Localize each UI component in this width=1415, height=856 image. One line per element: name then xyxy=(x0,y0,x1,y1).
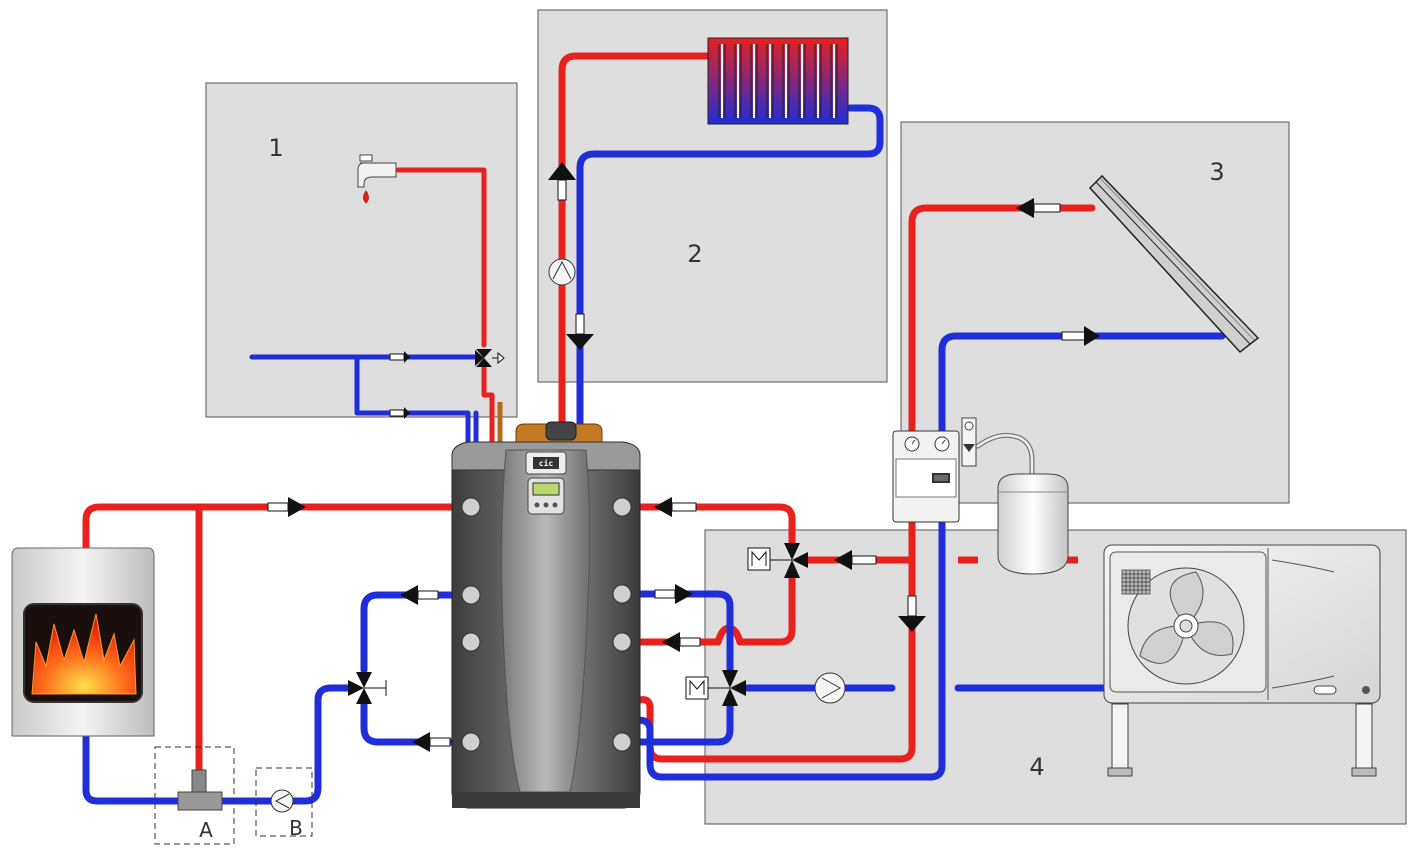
solar-pipes xyxy=(908,204,1226,439)
flow-arrow-icon xyxy=(267,497,306,517)
motor-actuator-icon xyxy=(747,547,771,571)
flow-arrow-icon xyxy=(400,585,439,605)
heating-circuit-pipes xyxy=(558,52,884,432)
zone-3-label: 3 xyxy=(1209,158,1224,186)
dhw-return-pipe xyxy=(481,365,495,455)
faucet-icon xyxy=(357,154,397,204)
component-b-pump: B xyxy=(255,767,313,840)
flow-arrow-icon xyxy=(412,732,451,752)
zone-1-label: 1 xyxy=(268,134,283,162)
boiler-icon xyxy=(11,547,155,737)
control-grid-icon xyxy=(1121,569,1151,595)
component-a-label: A xyxy=(199,818,213,842)
flow-arrow-icon xyxy=(548,162,576,201)
heating-return-pipe xyxy=(576,104,884,432)
flow-arrow-icon xyxy=(1061,326,1100,346)
storage-tank-icon: cic xyxy=(451,421,641,809)
safety-valve-icon xyxy=(961,417,1035,478)
three-way-valve-icon xyxy=(475,349,505,367)
flow-arrow-icon xyxy=(834,550,877,570)
component-a-tee: A xyxy=(154,746,235,845)
boiler-return-pipe xyxy=(82,684,360,805)
svg-text:cic: cic xyxy=(539,458,554,468)
flow-arrow-icon xyxy=(389,407,410,419)
flame-icon xyxy=(31,613,137,695)
solar-station-icon xyxy=(892,430,960,523)
zone-1-domestic-hot-water: 1 xyxy=(205,82,518,418)
boiler-flow-pipe xyxy=(82,503,470,554)
mixing-valve-icon xyxy=(348,672,387,704)
flow-arrow-icon xyxy=(654,584,693,604)
zone-4-label: 4 xyxy=(1029,753,1044,781)
flow-arrow-icon xyxy=(1016,198,1061,218)
heat-pump-icon xyxy=(1103,544,1381,777)
expansion-vessel-icon xyxy=(997,473,1069,575)
dhw-hot-pipe xyxy=(395,167,487,348)
motor-valve-upper xyxy=(747,543,808,578)
motor-actuator-icon xyxy=(685,676,709,700)
flow-arrows xyxy=(267,162,1100,752)
zone-2-label: 2 xyxy=(687,240,702,268)
solar-return-pipe xyxy=(938,332,1226,439)
flow-arrow-icon xyxy=(389,351,410,363)
pump-icon xyxy=(814,672,846,704)
flow-arrow-icon xyxy=(654,497,697,517)
component-b-label: B xyxy=(289,816,303,840)
solar-flow-pipe xyxy=(908,204,1096,439)
fan-icon xyxy=(1127,567,1245,685)
pump-icon xyxy=(270,789,294,813)
mixing-loop-pipes xyxy=(360,591,470,746)
radiator-icon xyxy=(707,37,849,125)
flow-arrow-icon xyxy=(898,595,926,632)
flow-arrow-icon xyxy=(566,313,594,350)
pump-icon xyxy=(548,258,576,286)
cold-to-tank-pipe xyxy=(354,354,471,455)
solar-collector-icon xyxy=(1088,174,1260,354)
heating-flow-pipe xyxy=(558,52,714,432)
flow-arrow-icon xyxy=(662,632,701,652)
boiler-pipes xyxy=(82,503,470,805)
motor-valve-lower xyxy=(685,670,746,706)
